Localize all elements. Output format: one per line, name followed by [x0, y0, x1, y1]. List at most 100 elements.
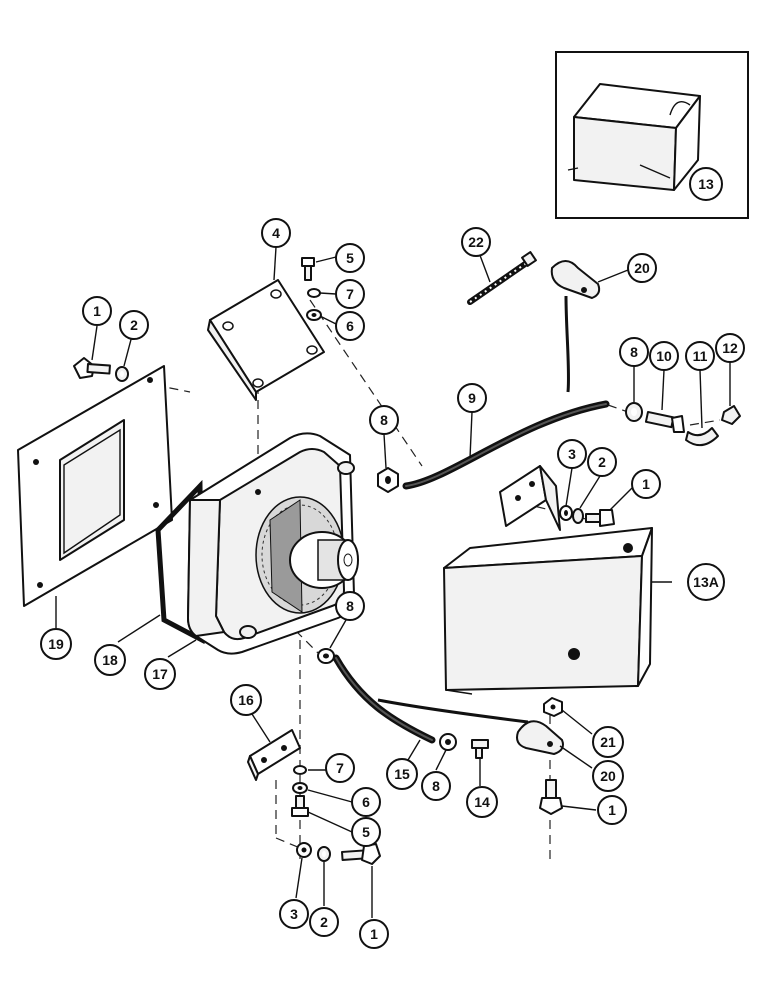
svg-text:19: 19 — [48, 636, 64, 652]
hose-clamp-8-upper-right — [625, 402, 643, 422]
svg-text:5: 5 — [346, 250, 354, 266]
elbow-11 — [685, 427, 719, 447]
nut-21 — [543, 697, 563, 717]
callout-13: 13 — [689, 167, 723, 201]
callout-8: 8 — [421, 771, 451, 801]
svg-text:12: 12 — [722, 340, 738, 356]
callout-10: 10 — [649, 341, 679, 371]
callout-2: 2 — [309, 907, 339, 937]
lockwasher-7-upper — [307, 288, 321, 298]
bolt-1-upper-left — [73, 357, 111, 379]
svg-text:2: 2 — [598, 454, 606, 470]
hose-9 — [402, 400, 610, 490]
svg-text:1: 1 — [93, 303, 101, 319]
mounting-bracket-4 — [207, 279, 325, 401]
callout-18: 18 — [94, 644, 126, 676]
washer-2-upper-left — [115, 366, 129, 382]
svg-text:20: 20 — [634, 260, 650, 276]
svg-text:7: 7 — [346, 286, 354, 302]
fitting-12 — [721, 405, 741, 425]
box-bracket — [499, 465, 561, 531]
callout-3: 3 — [279, 899, 309, 929]
callout-17: 17 — [144, 658, 176, 690]
callout-20: 20 — [592, 760, 624, 792]
bolt-1-below-box — [539, 779, 563, 815]
svg-text:3: 3 — [568, 446, 576, 462]
callout-11: 11 — [685, 341, 715, 371]
callout-2: 2 — [587, 447, 617, 477]
callout-22: 22 — [461, 227, 491, 257]
callout-12: 12 — [715, 333, 745, 363]
svg-text:20: 20 — [600, 768, 616, 784]
bolt-1-box — [585, 509, 615, 527]
cable-tie-22 — [467, 251, 537, 305]
svg-text:14: 14 — [474, 794, 490, 810]
heater-housing-17 — [187, 432, 359, 655]
callout-8: 8 — [369, 405, 399, 435]
svg-text:13: 13 — [698, 176, 714, 192]
callout-14: 14 — [466, 786, 498, 818]
svg-text:17: 17 — [152, 666, 168, 682]
callout-5: 5 — [335, 243, 365, 273]
connector-20-lower — [516, 720, 564, 755]
svg-text:15: 15 — [394, 766, 410, 782]
callout-3: 3 — [557, 439, 587, 469]
callout-8: 8 — [335, 591, 365, 621]
svg-text:3: 3 — [290, 906, 298, 922]
svg-text:4: 4 — [272, 225, 280, 241]
heater-box-13a — [443, 527, 672, 695]
svg-text:9: 9 — [468, 390, 476, 406]
svg-text:2: 2 — [130, 317, 138, 333]
svg-text:8: 8 — [432, 778, 440, 794]
callout-1: 1 — [597, 795, 627, 825]
svg-text:6: 6 — [362, 794, 370, 810]
cover-13-drawing — [567, 83, 701, 191]
washer-6-lower — [292, 782, 308, 794]
bolt-5-lower — [291, 795, 309, 817]
callout-6: 6 — [335, 311, 365, 341]
svg-text:21: 21 — [600, 734, 616, 750]
leader-lines — [55, 246, 731, 918]
callout-6: 6 — [351, 787, 381, 817]
callout-2: 2 — [119, 310, 149, 340]
bolt-5-upper — [301, 257, 315, 281]
svg-text:1: 1 — [642, 476, 650, 492]
callout-1: 1 — [631, 469, 661, 499]
washer-6-upper — [306, 309, 322, 321]
bracket-16 — [247, 729, 301, 781]
svg-text:22: 22 — [468, 234, 484, 250]
svg-text:5: 5 — [362, 824, 370, 840]
callout-19: 19 — [40, 628, 72, 660]
washer-2-lower — [317, 846, 331, 862]
svg-text:13A: 13A — [693, 574, 719, 590]
callout-7: 7 — [325, 753, 355, 783]
hose-clamp-8-housing — [377, 467, 399, 493]
callout-13a: 13A — [687, 563, 725, 601]
svg-text:6: 6 — [346, 318, 354, 334]
callout-15: 15 — [386, 758, 418, 790]
callout-1: 1 — [359, 919, 389, 949]
fitting-14 — [471, 739, 489, 759]
lockwasher-7-lower — [293, 765, 307, 775]
svg-text:18: 18 — [102, 652, 118, 668]
connector-20-upper — [550, 260, 601, 299]
callout-8: 8 — [619, 337, 649, 367]
hose-clamp-8-lower — [317, 648, 335, 664]
washer-3-box — [559, 505, 573, 521]
callout-21: 21 — [592, 726, 624, 758]
svg-text:16: 16 — [238, 692, 254, 708]
svg-text:1: 1 — [370, 926, 378, 942]
svg-text:7: 7 — [336, 760, 344, 776]
valve-10 — [644, 411, 685, 433]
washer-2-box — [572, 508, 584, 524]
bolt-1-lower — [341, 843, 381, 865]
svg-text:1: 1 — [608, 802, 616, 818]
hose-15 — [332, 654, 436, 744]
svg-text:8: 8 — [380, 412, 388, 428]
svg-text:10: 10 — [656, 348, 672, 364]
wire-harness — [377, 295, 571, 724]
callout-5: 5 — [351, 817, 381, 847]
cover-plate-19 — [17, 365, 173, 607]
svg-text:2: 2 — [320, 914, 328, 930]
